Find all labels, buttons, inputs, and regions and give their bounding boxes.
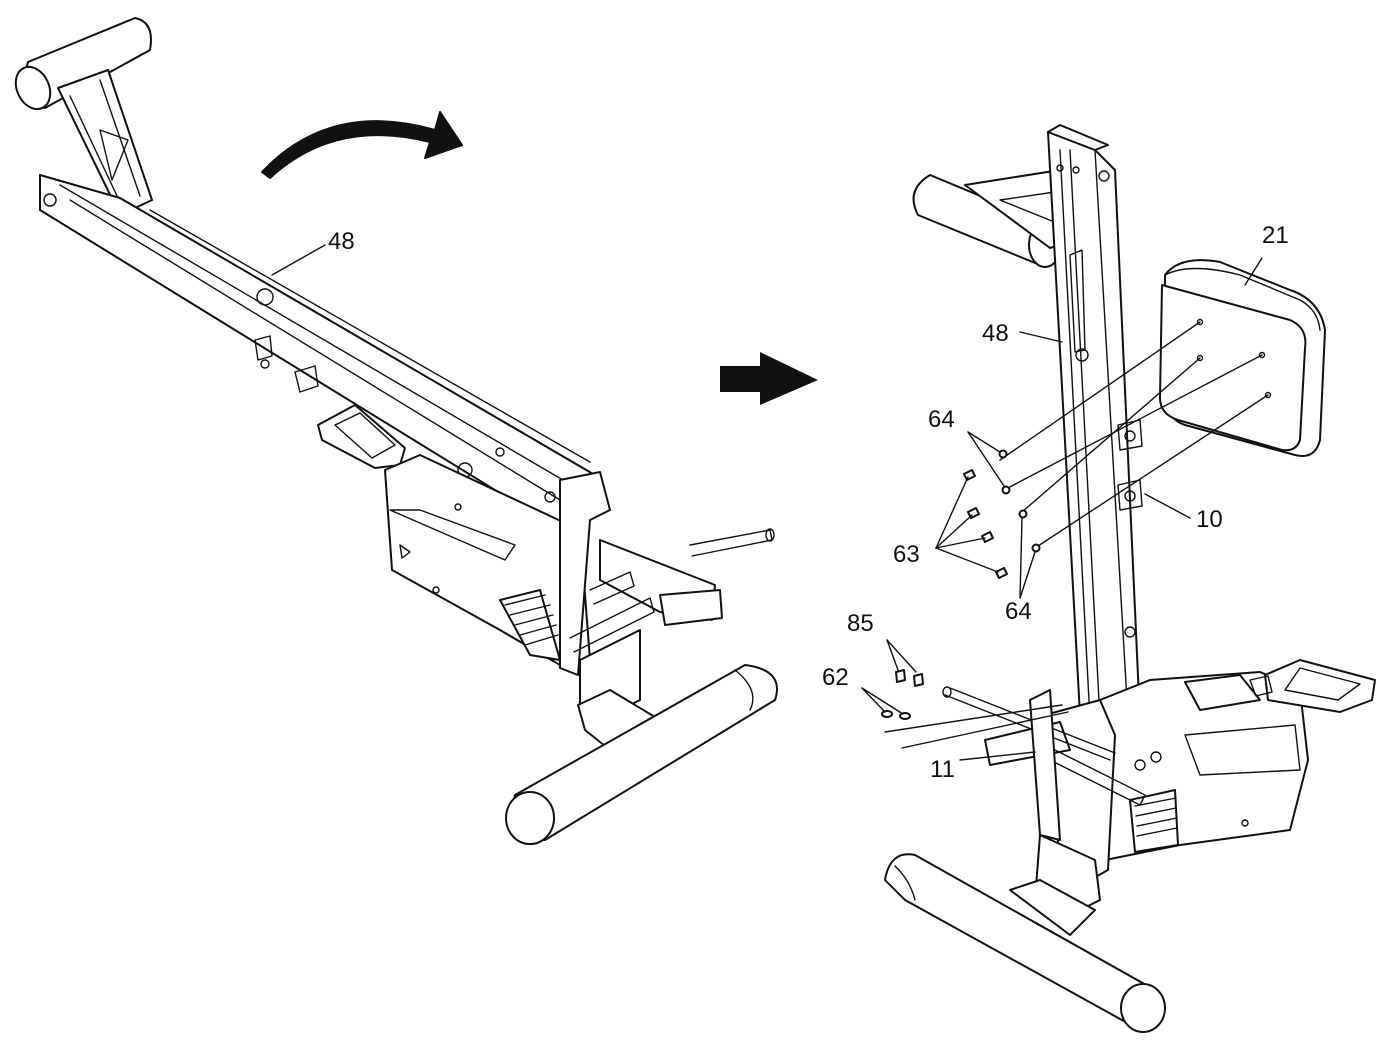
label-64-lower: 64 xyxy=(1005,598,1032,625)
seat-guide-lines xyxy=(999,318,1272,549)
curved-arrow-icon xyxy=(261,111,463,179)
seat-bracket xyxy=(1117,419,1143,511)
seat xyxy=(1159,259,1326,457)
label-63-bolt: 63 xyxy=(893,541,920,568)
rear-frame-left xyxy=(559,471,775,751)
rower-folded-view xyxy=(14,17,778,845)
rear-roller-left xyxy=(505,664,778,845)
bolts-and-screws xyxy=(963,449,1041,579)
front-support xyxy=(57,69,153,216)
label-48-left: 48 xyxy=(328,228,355,255)
label-64-upper: 64 xyxy=(928,406,955,433)
main-rail-upright xyxy=(1047,124,1141,731)
rail-brackets xyxy=(254,335,319,393)
label-48-right: 48 xyxy=(982,320,1009,347)
rear-roller-right xyxy=(884,853,1166,1033)
front-roller xyxy=(14,17,152,111)
label-11-pin: 11 xyxy=(930,756,955,783)
hinge-hardware xyxy=(861,639,1069,761)
monitor xyxy=(1249,659,1376,713)
right-arrow-icon xyxy=(720,352,818,405)
main-rail-left xyxy=(39,174,601,531)
leader-line-48-left xyxy=(271,244,326,276)
leader-lines-upper xyxy=(935,431,1036,599)
label-62-washer: 62 xyxy=(822,664,849,691)
lower-frame-right xyxy=(942,686,1146,936)
leader-lines-parts xyxy=(1019,257,1263,519)
label-85-nut: 85 xyxy=(847,610,874,637)
rower-upright-view xyxy=(861,124,1376,1033)
label-21-seat: 21 xyxy=(1262,222,1289,249)
label-10-bracket: 10 xyxy=(1196,506,1223,533)
